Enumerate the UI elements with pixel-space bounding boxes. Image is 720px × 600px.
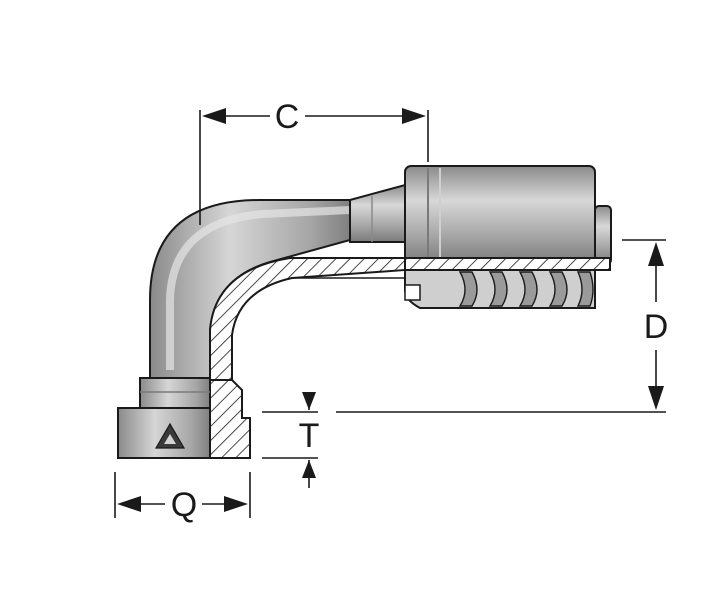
arrow-left-icon bbox=[202, 108, 226, 124]
dimension-t-label: T bbox=[299, 417, 320, 455]
arrow-right-icon bbox=[402, 108, 426, 124]
arrow-up-icon bbox=[648, 242, 664, 266]
section-view bbox=[209, 257, 611, 459]
arrow-right-icon bbox=[224, 496, 248, 512]
ferrule-shell bbox=[404, 165, 596, 265]
ferrule-lip bbox=[594, 205, 612, 265]
nut-neck bbox=[139, 377, 211, 409]
flange-section bbox=[209, 379, 251, 459]
arrow-down-icon bbox=[302, 392, 316, 410]
ferrule bbox=[404, 165, 612, 265]
swivel-nut bbox=[117, 377, 211, 459]
dimension-t: T bbox=[262, 392, 319, 488]
dimension-d: D bbox=[336, 239, 669, 413]
dimension-d-label: D bbox=[644, 308, 669, 346]
manufacturer-logo-icon bbox=[154, 422, 186, 449]
arrow-up-icon bbox=[302, 460, 316, 478]
nut-body bbox=[117, 407, 211, 459]
dimension-q: Q bbox=[114, 472, 251, 524]
arrow-down-icon bbox=[648, 386, 664, 410]
dimension-q-label: Q bbox=[171, 486, 197, 524]
elbow-collar bbox=[349, 183, 406, 243]
dimension-c-label: C bbox=[275, 98, 300, 136]
arrow-left-icon bbox=[117, 496, 141, 512]
dimension-c: C bbox=[199, 98, 429, 225]
